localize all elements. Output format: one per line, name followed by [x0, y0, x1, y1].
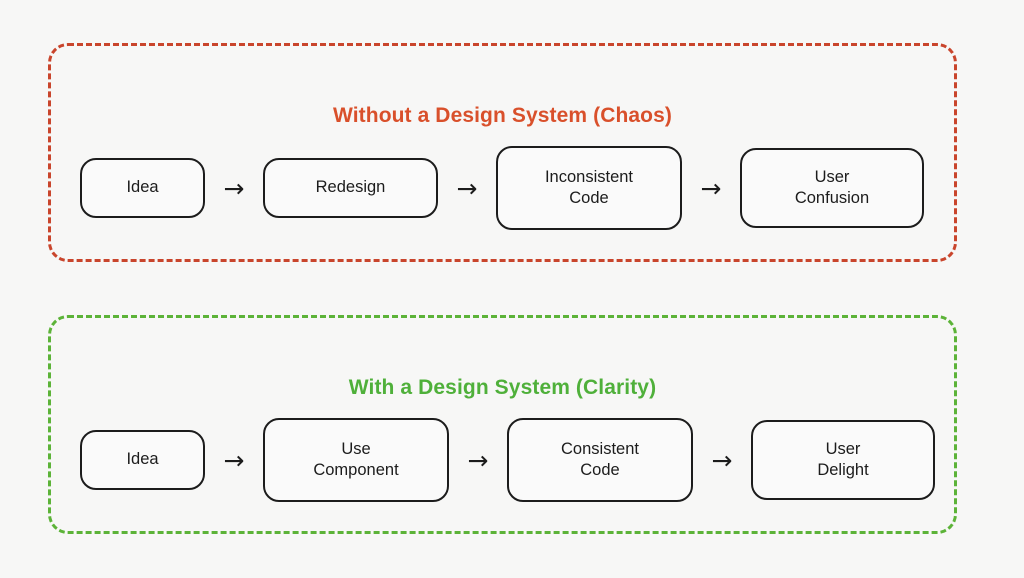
flow-row-chaos: Idea → Redesign → Inconsistent Code → Us…	[51, 142, 954, 234]
flow-node-use-component: Use Component	[263, 418, 449, 502]
arrow-right-icon: →	[223, 173, 245, 203]
flow-node-label-line2: Code	[569, 189, 609, 207]
flow-node-label: Idea	[126, 450, 159, 469]
flow-node-label: User Confusion	[795, 167, 869, 210]
flow-node-user-delight: User Delight	[751, 420, 935, 500]
panel-with-design-system: With a Design System (Clarity) Idea → Us…	[48, 315, 957, 534]
flow-node-label-line2: Code	[580, 461, 620, 479]
flow-node-label: User Delight	[817, 439, 868, 482]
flow-node-label-line1: Inconsistent	[544, 167, 634, 186]
flow-node-redesign: Redesign	[263, 158, 438, 218]
flow-node-label-line1: Use	[341, 439, 371, 458]
flow-node-label-line1: User	[825, 439, 861, 458]
arrow-right-icon: →	[711, 445, 733, 475]
arrow-right-icon: →	[456, 173, 478, 203]
arrow-right-icon: →	[700, 173, 722, 203]
flow-node-label: Consistent Code	[561, 439, 639, 482]
flow-row-clarity: Idea → Use Component → Consistent Code →	[51, 414, 954, 506]
flow-node-label-line1: Consistent	[561, 439, 639, 458]
flow-node-idea: Idea	[80, 430, 205, 490]
flow-node-label: Inconsistent Code	[545, 167, 633, 210]
arrow-right-icon: →	[223, 445, 245, 475]
flow-node-label-line1: User	[814, 167, 850, 186]
flow-node-inconsistent-code: Inconsistent Code	[496, 146, 682, 230]
flow-node-label-line2: Confusion	[794, 189, 870, 207]
flow-node-label-line2: Delight	[817, 461, 869, 479]
arrow-right-icon: →	[467, 445, 489, 475]
flow-node-label: Idea	[126, 178, 159, 197]
flow-node-consistent-code: Consistent Code	[507, 418, 693, 502]
panel-without-design-system: Without a Design System (Chaos) Idea → R…	[48, 43, 957, 262]
panel-title-with-design-system: With a Design System (Clarity)	[348, 376, 657, 400]
flow-node-idea: Idea	[80, 158, 205, 218]
flow-node-label: Use Component	[313, 439, 398, 482]
flow-node-user-confusion: User Confusion	[740, 148, 924, 228]
flow-node-label: Redesign	[315, 178, 386, 197]
panel-title-without-design-system: Without a Design System (Chaos)	[333, 104, 672, 128]
flow-node-label-line2: Component	[313, 461, 399, 479]
